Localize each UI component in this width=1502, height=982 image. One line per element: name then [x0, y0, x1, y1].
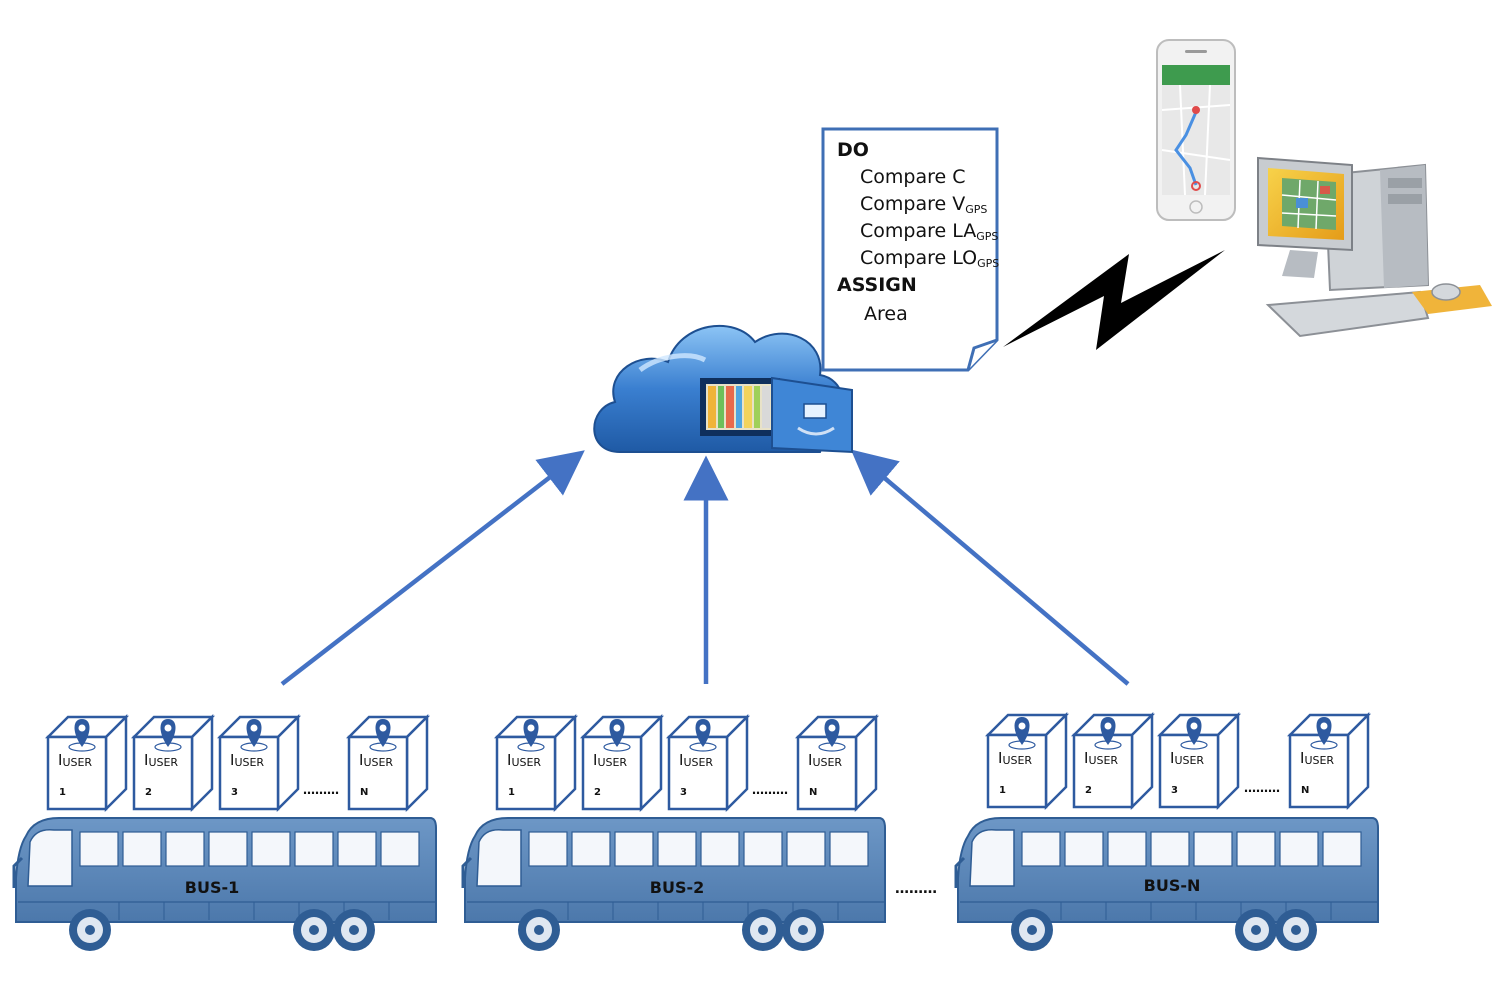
- location-pin-icon: [154, 719, 182, 752]
- user-box-index: 1: [999, 785, 1006, 796]
- step-compare-v-gps: Compare VGPS: [860, 193, 988, 216]
- user-box-label: IUSER: [593, 751, 627, 769]
- bus-label: BUS-2: [650, 878, 704, 897]
- location-pin-icon: [1008, 717, 1036, 750]
- user-box-index: 3: [680, 787, 687, 798]
- user-box-group: IUSER 1 IUSER 2 IUSER 3 IUSER N ………: [493, 713, 880, 813]
- location-pin-icon: [603, 719, 631, 752]
- cloud-storage-drawer-icon: [593, 324, 853, 454]
- user-box-label: IUSER: [144, 751, 178, 769]
- user-data-box: IUSER N: [794, 713, 880, 813]
- location-pin-icon: [517, 719, 545, 752]
- user-box-ellipsis: ………: [752, 783, 788, 797]
- user-data-box: IUSER 3: [1156, 711, 1242, 811]
- bus-icon: BUS-2: [461, 817, 886, 951]
- user-data-box: IUSER N: [1286, 711, 1372, 811]
- user-box-label: IUSER: [58, 751, 92, 769]
- user-box-groups: IUSER1IUSER2IUSER3IUSERN………IUSER1IUSER2I…: [44, 711, 1372, 813]
- bus-label: BUS-N: [1144, 876, 1201, 895]
- user-data-box: IUSER 2: [579, 713, 665, 813]
- user-data-box: IUSER 1: [493, 713, 579, 813]
- arrow-busN-to-cloud: [850, 449, 1130, 686]
- user-box-ellipsis: ………: [303, 783, 339, 797]
- user-box-index: 1: [59, 787, 66, 798]
- user-box-label: IUSER: [359, 751, 393, 769]
- user-box-index: N: [809, 787, 817, 798]
- arrow-bus1-to-cloud: [280, 450, 585, 686]
- user-box-label: IUSER: [679, 751, 713, 769]
- step-compare-c: Compare C: [860, 166, 966, 188]
- user-box-index: 2: [1085, 785, 1092, 796]
- ellipsis-group: ………: [895, 881, 937, 897]
- do-keyword: DO: [837, 139, 869, 161]
- user-box-index: N: [360, 787, 368, 798]
- location-pin-icon: [1180, 717, 1208, 750]
- user-box-label: IUSER: [808, 751, 842, 769]
- bus-label: BUS-1: [185, 878, 239, 897]
- user-box-index: N: [1301, 785, 1309, 796]
- location-pin-icon: [818, 719, 846, 752]
- user-box-label: IUSER: [1300, 749, 1334, 767]
- user-box-ellipsis: ………: [1244, 781, 1280, 795]
- bus-gap-ellipsis: ………: [895, 881, 937, 897]
- user-box-index: 2: [145, 787, 152, 798]
- desktop-computer-icon: [1257, 156, 1492, 338]
- bus-group: BUS-1 BUS-2 BUS-N: [12, 817, 1379, 951]
- step-compare-lo-gps: Compare LOGPS: [860, 247, 1000, 270]
- location-pin-icon: [68, 719, 96, 752]
- step-compare-la-gps: Compare LAGPS: [860, 220, 999, 243]
- user-box-group: IUSER 1 IUSER 2 IUSER 3 IUSER N ………: [984, 711, 1372, 811]
- user-data-box: IUSER 2: [1070, 711, 1156, 811]
- user-box-label: IUSER: [1170, 749, 1204, 767]
- process-document: [821, 127, 999, 372]
- user-data-box: IUSER 3: [665, 713, 751, 813]
- location-pin-icon: [369, 719, 397, 752]
- bus-icon: BUS-1: [12, 817, 437, 951]
- upload-arrows: [280, 449, 1130, 686]
- user-box-index: 3: [1171, 785, 1178, 796]
- lightning-bolt-icon: [1003, 250, 1225, 350]
- location-pin-icon: [1310, 717, 1338, 750]
- location-pin-icon: [240, 719, 268, 752]
- smartphone-map-icon: [1156, 39, 1236, 221]
- user-box-index: 2: [594, 787, 601, 798]
- user-data-box: IUSER 1: [44, 713, 130, 813]
- user-box-label: IUSER: [230, 751, 264, 769]
- user-box-label: IUSER: [998, 749, 1032, 767]
- location-pin-icon: [689, 719, 717, 752]
- assign-area: Area: [864, 303, 908, 325]
- user-box-label: IUSER: [507, 751, 541, 769]
- assign-keyword: ASSIGN: [837, 274, 917, 296]
- user-box-group: IUSER 1 IUSER 2 IUSER 3 IUSER N ………: [44, 713, 431, 813]
- user-data-box: IUSER 2: [130, 713, 216, 813]
- user-data-box: IUSER N: [345, 713, 431, 813]
- user-data-box: IUSER 3: [216, 713, 302, 813]
- user-box-label: IUSER: [1084, 749, 1118, 767]
- location-pin-icon: [1094, 717, 1122, 750]
- user-box-index: 1: [508, 787, 515, 798]
- user-box-index: 3: [231, 787, 238, 798]
- user-data-box: IUSER 1: [984, 711, 1070, 811]
- bus-icon: BUS-N: [954, 817, 1379, 951]
